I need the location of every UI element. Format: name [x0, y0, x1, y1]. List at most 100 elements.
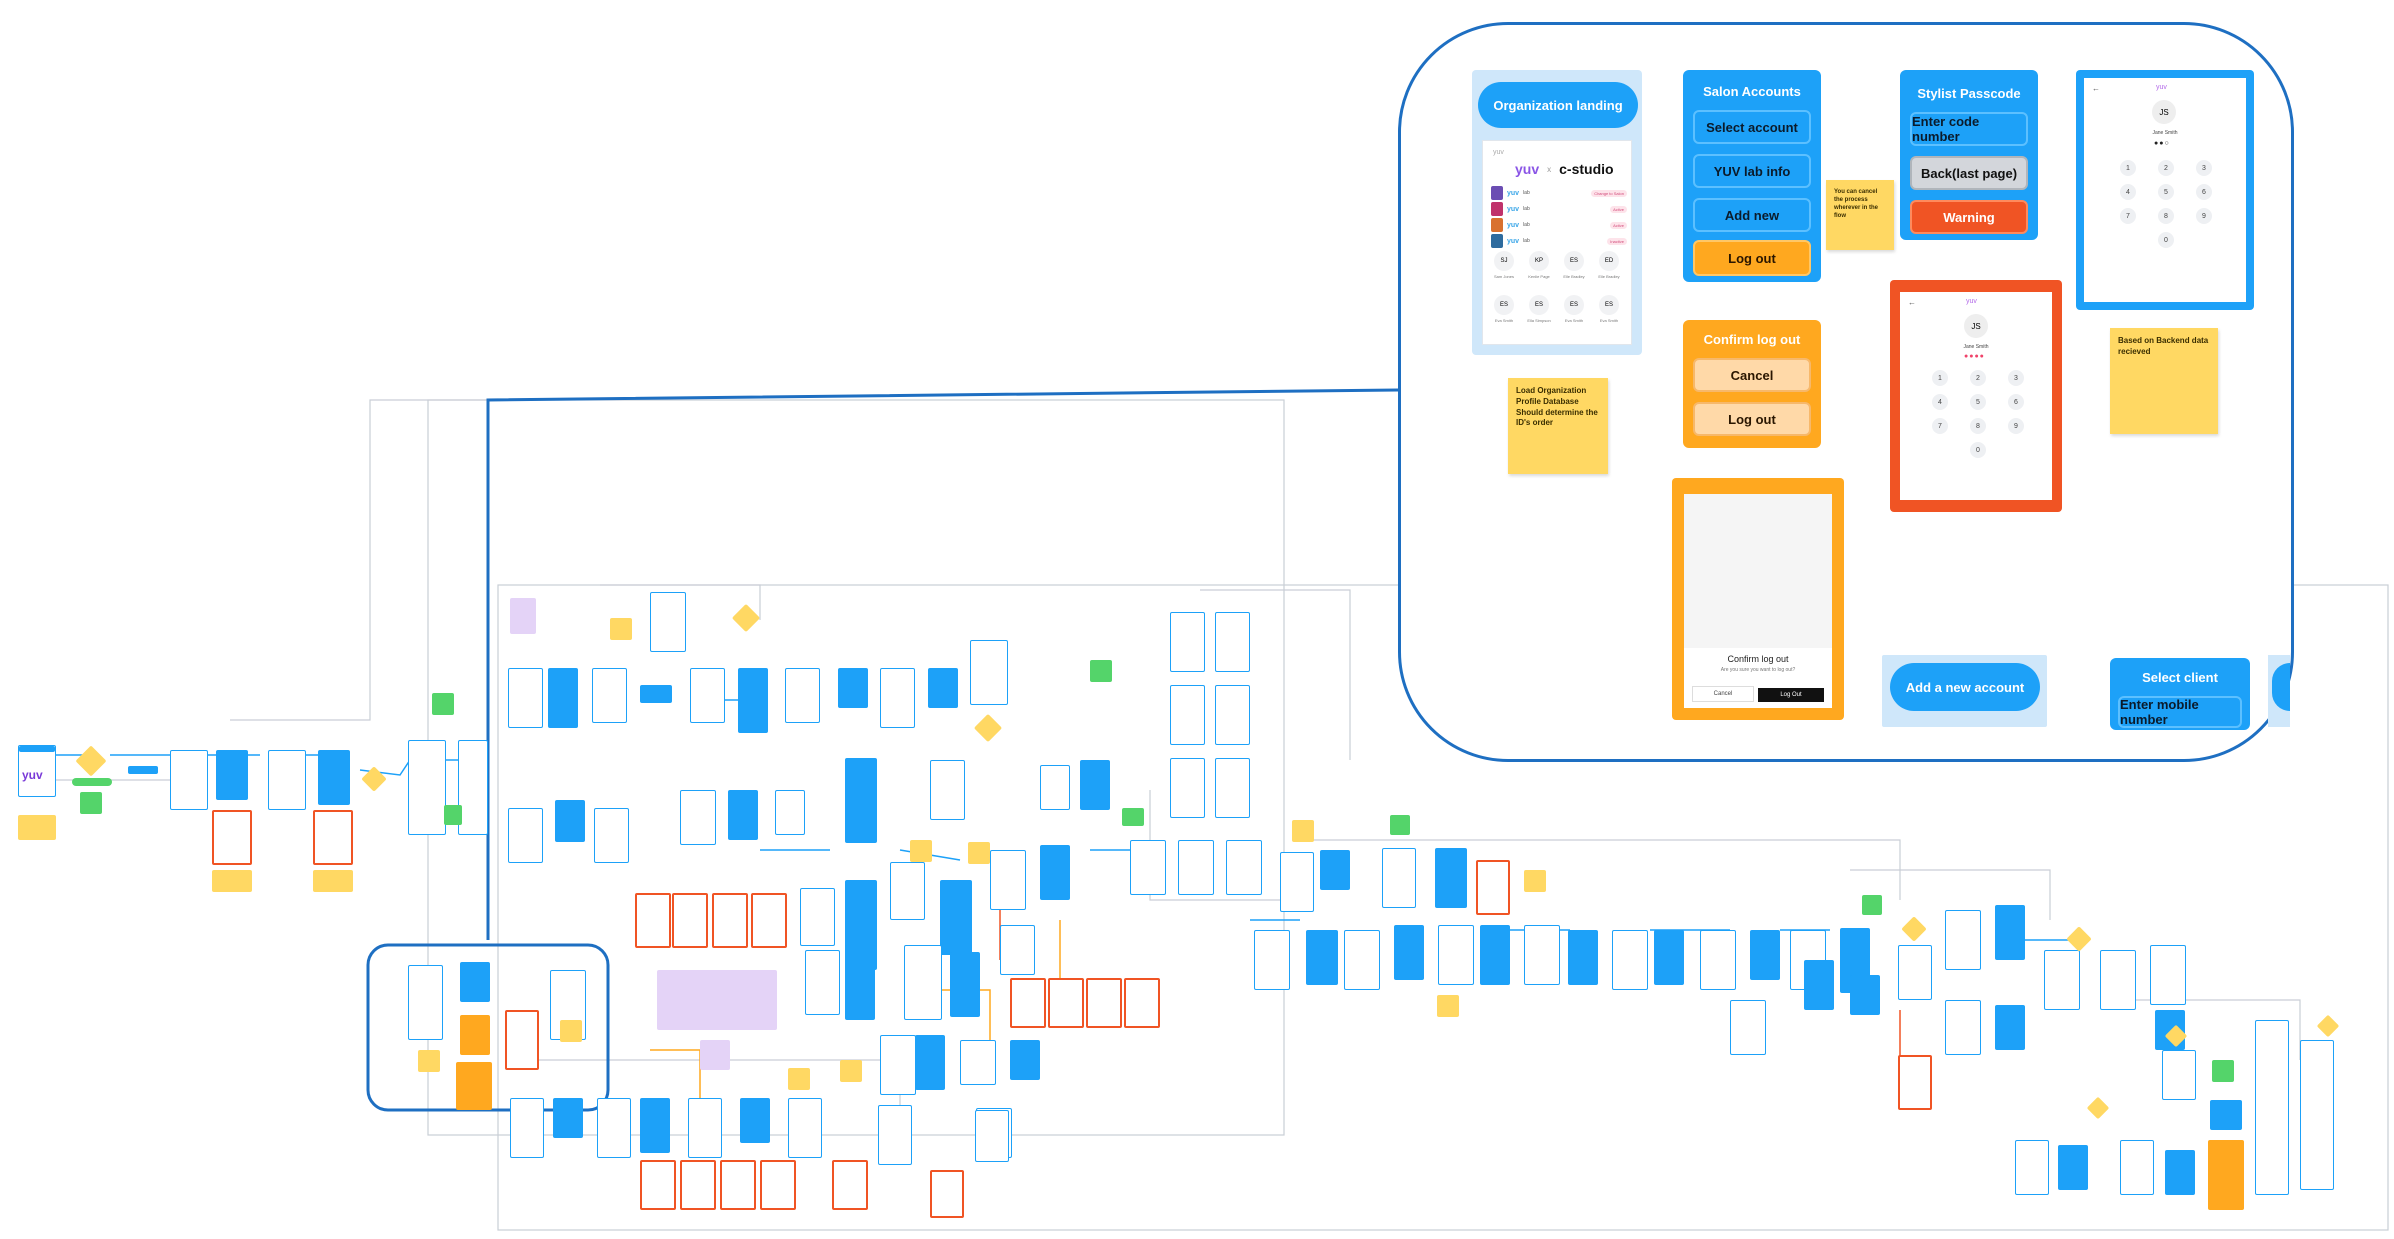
- warning-dots: ●●●●: [1964, 353, 1985, 360]
- keypad-key[interactable]: 4: [1932, 394, 1948, 410]
- overview-sticky: [560, 1020, 582, 1042]
- enter-mobile-button[interactable]: Enter mobile number: [2118, 696, 2242, 728]
- account-thumbnail: [1491, 218, 1503, 232]
- overview-screen: [2162, 1050, 2196, 1100]
- stylist-initials-circle: ES: [1599, 295, 1619, 315]
- overview-screen: [1945, 910, 1981, 970]
- keypad-key[interactable]: 3: [2008, 370, 2024, 386]
- overview-sticky: [1437, 995, 1459, 1017]
- overview-red-screen: [1898, 1055, 1932, 1110]
- overview-orange-screen: [456, 1062, 492, 1110]
- keypad-key[interactable]: 7: [2120, 208, 2136, 224]
- keypad-key[interactable]: 0: [2158, 232, 2174, 248]
- overview-screen: [1130, 840, 1166, 895]
- overview-green-note: [1862, 895, 1882, 915]
- keypad-key[interactable]: 6: [2196, 184, 2212, 200]
- yuv-lab-info-button[interactable]: YUV lab info: [1693, 154, 1811, 188]
- overview-menu: [1320, 850, 1350, 890]
- stylist-passcode-title: Stylist Passcode: [1917, 86, 2021, 101]
- confirm-dialog-screen: Confirm log out Are you sure you want to…: [1684, 494, 1832, 708]
- stylist-name: Eva Smith: [1494, 318, 1514, 323]
- stylist-initials-circle: ES: [1529, 295, 1549, 315]
- overview-screen: [408, 965, 443, 1040]
- add-new-account-button[interactable]: Add a new account: [1890, 663, 2040, 711]
- keypad-key[interactable]: 9: [2008, 418, 2024, 434]
- dialog-logout-button[interactable]: Log Out: [1758, 688, 1824, 702]
- keypad-key[interactable]: 1: [1932, 370, 1948, 386]
- keypad-key[interactable]: 8: [1970, 418, 1986, 434]
- overview-screen: [1438, 925, 1474, 985]
- select-account-button[interactable]: Select account: [1693, 110, 1811, 144]
- overview-screen: [890, 862, 925, 920]
- keypad-key[interactable]: 9: [2196, 208, 2212, 224]
- overview-green-note: [1122, 808, 1144, 826]
- keypad-key[interactable]: 4: [2120, 184, 2136, 200]
- overview-screen: [1215, 758, 1250, 818]
- keypad-key[interactable]: 5: [2158, 184, 2174, 200]
- log-out-label: Log out: [1728, 250, 1776, 266]
- back-last-page-button[interactable]: Back(last page): [1910, 156, 2028, 190]
- account-name: lab: [1523, 238, 1530, 244]
- enter-code-button[interactable]: Enter code number: [1910, 112, 2028, 146]
- overview-orange-menu: [460, 1015, 490, 1055]
- organization-landing-button[interactable]: Organization landing: [1478, 82, 1638, 128]
- stylist-initials: ES: [1569, 302, 1578, 308]
- overview-menu: [318, 750, 350, 805]
- account-thumbnail: [1491, 234, 1503, 248]
- overview-screen: [1040, 765, 1070, 810]
- dialog-cancel-button[interactable]: Cancel: [1692, 686, 1754, 702]
- keypad-key[interactable]: 0: [1970, 442, 1986, 458]
- next-step-pill[interactable]: [2272, 663, 2290, 711]
- keypad-key[interactable]: 7: [1932, 418, 1948, 434]
- keypad-key[interactable]: 3: [2196, 160, 2212, 176]
- keypad-key[interactable]: 6: [2008, 394, 2024, 410]
- overview-sticky: [313, 870, 353, 892]
- organization-landing-label: Organization landing: [1493, 97, 1623, 113]
- stylist-tile[interactable]: ES Eva Smith: [1487, 295, 1521, 323]
- overview-screen: [960, 1040, 996, 1085]
- start-screen[interactable]: yuv: [18, 745, 56, 797]
- account-brand: yuv: [1507, 221, 1520, 229]
- add-new-button[interactable]: Add new: [1693, 198, 1811, 232]
- backend-data-note-text: Based on Backend data recieved: [2118, 336, 2209, 356]
- back-arrow-icon[interactable]: ←: [2092, 84, 2100, 93]
- account-badge: Inactive: [1607, 237, 1627, 245]
- keypad-key[interactable]: 8: [2158, 208, 2174, 224]
- account-brand: yuv: [1507, 205, 1520, 213]
- salon-accounts-panel: Salon Accounts Select account YUV lab in…: [1683, 70, 1821, 282]
- overview-sticky: [18, 815, 56, 840]
- keypad-key[interactable]: 2: [2158, 160, 2174, 176]
- overview-green-note: [2212, 1060, 2234, 1082]
- keypad-key[interactable]: 2: [1970, 370, 1986, 386]
- log-out-button[interactable]: Log out: [1693, 240, 1811, 276]
- confirm-log-out-button[interactable]: Log out: [1693, 402, 1811, 436]
- brand-right: c-studio: [1559, 161, 1614, 177]
- overview-screen: [1898, 945, 1932, 1000]
- stylist-initials: KP: [1534, 258, 1543, 264]
- back-arrow-icon[interactable]: ←: [1908, 298, 1916, 307]
- stylist-passcode-panel: Stylist Passcode Enter code number Back(…: [1900, 70, 2038, 240]
- overview-screen: [1178, 840, 1214, 895]
- confirm-log-out-label: Log out: [1728, 411, 1776, 427]
- stylist-initials: ES: [1499, 302, 1508, 308]
- cancel-button[interactable]: Cancel: [1693, 358, 1811, 392]
- overview-screen: [268, 750, 306, 810]
- overview-sticky: [418, 1050, 440, 1072]
- keypad-key[interactable]: 1: [2120, 160, 2136, 176]
- account-thumbnail: [1491, 202, 1503, 216]
- warning-button[interactable]: Warning: [1910, 200, 2028, 234]
- keypad-key[interactable]: 5: [1970, 394, 1986, 410]
- stylist-name: Jane Smith: [2152, 130, 2178, 136]
- stylist-name: Elle Bradley: [1598, 274, 1620, 279]
